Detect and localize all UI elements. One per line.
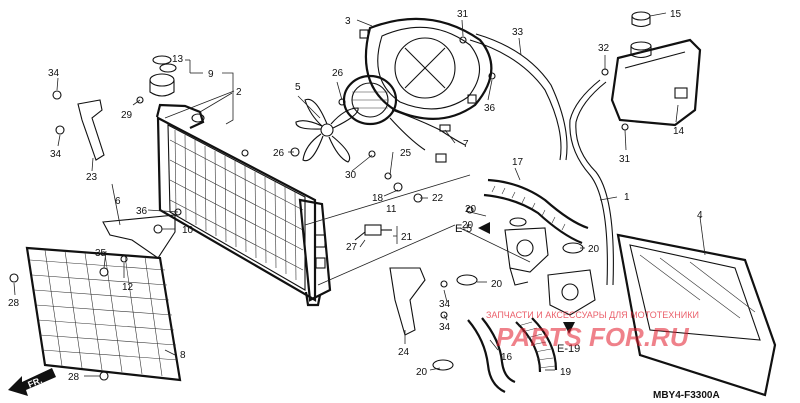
- part-label: 25: [400, 148, 412, 159]
- bracket-guard: [102, 214, 176, 259]
- upper-radiator-hose: [483, 178, 589, 245]
- part-label: 29: [121, 110, 133, 121]
- part-label: 1: [624, 192, 630, 203]
- part-label: 15: [670, 9, 682, 20]
- overflow-tube: [469, 33, 568, 161]
- part-labels: 1 2 3 4 5 6 7 8 9 10 11 12 13 14 15 16 1…: [8, 9, 703, 383]
- part-label: 23: [86, 172, 98, 183]
- part-label: 12: [122, 282, 134, 293]
- part-label: 28: [8, 298, 20, 309]
- part-label: 8: [180, 350, 186, 361]
- part-label: 3: [345, 16, 351, 27]
- assembly-lines: [304, 174, 531, 286]
- part-label: 20: [416, 367, 428, 378]
- part-label: 22: [432, 193, 444, 204]
- radiator-core: [155, 103, 332, 307]
- part-label: 35: [95, 248, 107, 259]
- diagram-code: MBY4-F3300A: [653, 390, 720, 401]
- part-label: 31: [619, 154, 631, 165]
- part-label: 34: [439, 322, 451, 333]
- part-label: 20: [465, 204, 477, 215]
- reference-label: E-19: [557, 343, 580, 355]
- reference-label: E-5: [455, 223, 472, 235]
- bracket-left: [77, 99, 105, 161]
- part-label: 34: [48, 68, 60, 79]
- part-label: 9: [208, 69, 214, 80]
- front-direction-arrow: FR.: [8, 368, 56, 396]
- reference-e19: E-19: [557, 322, 580, 355]
- part-label: 7: [463, 139, 469, 150]
- watermark-brand: PARTS FOR.RU: [496, 322, 690, 352]
- part-label: 2: [236, 87, 242, 98]
- part-label: 36: [136, 206, 148, 217]
- part-label: 20: [588, 244, 600, 255]
- side-cover: [616, 233, 777, 397]
- part-label: 33: [512, 27, 524, 38]
- part-label: 4: [697, 210, 703, 221]
- siphon-tube: [569, 79, 614, 286]
- reserve-tank: [610, 38, 702, 127]
- part-label: 31: [457, 9, 469, 20]
- lower-radiator-hose: [467, 317, 516, 393]
- watermark: ЗАПЧАСТИ И АКСЕССУАРЫ ДЛЯ МОТОТЕХНИКИ PA…: [486, 310, 699, 352]
- reference-e5: E-5: [455, 222, 490, 235]
- part-label: 17: [512, 157, 524, 168]
- part-label: 26: [273, 148, 285, 159]
- fasteners: [9, 36, 629, 381]
- radiator-grille: [25, 246, 182, 382]
- fan-shroud: [359, 17, 493, 120]
- part-label: 16: [501, 352, 513, 363]
- part-label: 26: [332, 68, 344, 79]
- part-label: 6: [115, 196, 121, 207]
- part-label: 18: [372, 193, 384, 204]
- corrugated-hose: [515, 317, 558, 373]
- thermo-switch: [354, 224, 392, 241]
- part-label: 11: [386, 204, 397, 215]
- part-label: 14: [673, 126, 685, 137]
- part-label: 24: [398, 347, 410, 358]
- watermark-subtitle: ЗАПЧАСТИ И АКСЕССУАРЫ ДЛЯ МОТОТЕХНИКИ: [486, 310, 699, 320]
- part-label: 36: [484, 103, 496, 114]
- part-label: 28: [68, 372, 80, 383]
- pump-housing: [504, 227, 549, 286]
- bracket-lower: [389, 267, 426, 336]
- part-label: 19: [560, 367, 572, 378]
- reserve-tank-cap: [631, 11, 651, 28]
- part-label: 13: [172, 54, 184, 65]
- thermostat-housing: [547, 269, 596, 316]
- radiator-cap: [149, 55, 175, 97]
- part-label: 21: [401, 232, 413, 243]
- callout-lines: [13, 12, 706, 377]
- part-label: 34: [439, 299, 451, 310]
- part-label: 20: [462, 220, 474, 231]
- part-label: 34: [50, 149, 62, 160]
- part-label: 5: [295, 82, 301, 93]
- part-label: 27: [346, 242, 358, 253]
- part-label: 32: [598, 43, 610, 54]
- part-label: 20: [491, 279, 503, 290]
- fan-blade: [295, 98, 359, 163]
- part-label: 30: [345, 170, 357, 181]
- part-label: 10: [182, 225, 194, 236]
